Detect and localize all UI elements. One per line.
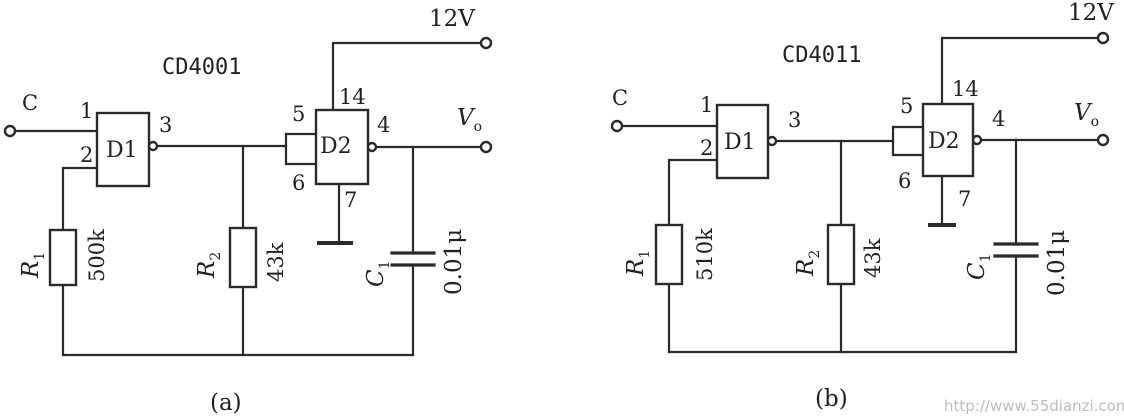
caption-b: (b) xyxy=(815,386,848,412)
circuit-a: D1 D2 CD4001 12V C 1 2 3 4 5 6 7 14 Vo R… xyxy=(3,6,493,416)
circuit-a-wires xyxy=(8,41,488,357)
output-label-a: Vo xyxy=(457,105,482,135)
c1-value-b: 0.01μ xyxy=(1044,230,1070,296)
r2-value-a: 43k xyxy=(264,242,288,282)
gate-d2-a: D2 xyxy=(314,108,378,186)
input-label-b: C xyxy=(612,86,628,110)
circuit-b-wires xyxy=(615,36,1105,354)
r1-label-b: R1 xyxy=(623,250,653,277)
gate-d1-b: D1 xyxy=(715,103,778,180)
resistor-r1-b xyxy=(654,223,684,286)
r1-value-b: 510k xyxy=(693,228,717,281)
supply-label-a: 12V xyxy=(429,6,475,32)
gate-d1-b-label: D1 xyxy=(724,130,756,155)
gate-d1-a: D1 xyxy=(95,111,159,188)
pin-6-a: 6 xyxy=(292,171,305,195)
r1-value-a: 500k xyxy=(85,229,109,282)
pin-3-b: 3 xyxy=(788,108,801,132)
pin-1-a: 1 xyxy=(80,99,93,123)
r2-label-a: R2 xyxy=(194,252,224,279)
gate-d1-a-label: D1 xyxy=(106,138,138,163)
c1-label-a: C1 xyxy=(363,260,393,287)
pin-5-a: 5 xyxy=(292,102,305,126)
input-terminal-b xyxy=(610,119,624,133)
pin-4-b: 4 xyxy=(992,107,1005,131)
r2-value-b: 43k xyxy=(861,238,885,278)
output-terminal-a xyxy=(479,140,493,154)
output-label-b: Vo xyxy=(1074,100,1099,130)
pin-14-a: 14 xyxy=(339,85,366,109)
pin-4-a: 4 xyxy=(377,113,390,137)
pin-14-b: 14 xyxy=(952,77,979,101)
gate-d2-a-label: D2 xyxy=(320,134,352,159)
circuit-b: D1 D2 CD4011 12V C 1 2 3 4 5 6 7 14 Vo R… xyxy=(610,0,1114,412)
resistor-r2-b xyxy=(826,223,856,286)
pin-3-a: 3 xyxy=(159,113,172,137)
caption-a: (a) xyxy=(210,390,242,416)
pin-6-b: 6 xyxy=(898,169,911,193)
resistor-r1-a xyxy=(48,228,78,287)
r1-label-a: R1 xyxy=(18,252,48,279)
c1-label-b: C1 xyxy=(964,253,994,280)
pin-7-a: 7 xyxy=(344,188,357,212)
resistor-r2-a xyxy=(228,226,258,289)
pin-5-b: 5 xyxy=(900,94,913,118)
watermark: http://www.55dianzi.com xyxy=(944,397,1124,415)
gate-d2-b-label: D2 xyxy=(928,129,960,154)
pin-7-b: 7 xyxy=(958,187,971,211)
input-terminal-a xyxy=(3,124,17,138)
gate-d2-b: D2 xyxy=(921,102,983,178)
output-terminal-b xyxy=(1096,133,1110,147)
pin-1-b: 1 xyxy=(700,93,713,117)
supply-label-b: 12V xyxy=(1068,0,1114,26)
r2-label-b: R2 xyxy=(793,250,823,277)
c1-value-a: 0.01μ xyxy=(441,229,467,295)
pin-2-b: 2 xyxy=(700,136,713,160)
supply-terminal-b xyxy=(1096,31,1110,45)
pin-2-a: 2 xyxy=(80,143,93,167)
input-label-a: C xyxy=(22,91,38,115)
chip-label-a: CD4001 xyxy=(162,55,241,80)
chip-label-b: CD4011 xyxy=(782,43,861,68)
supply-terminal-a xyxy=(479,36,493,50)
